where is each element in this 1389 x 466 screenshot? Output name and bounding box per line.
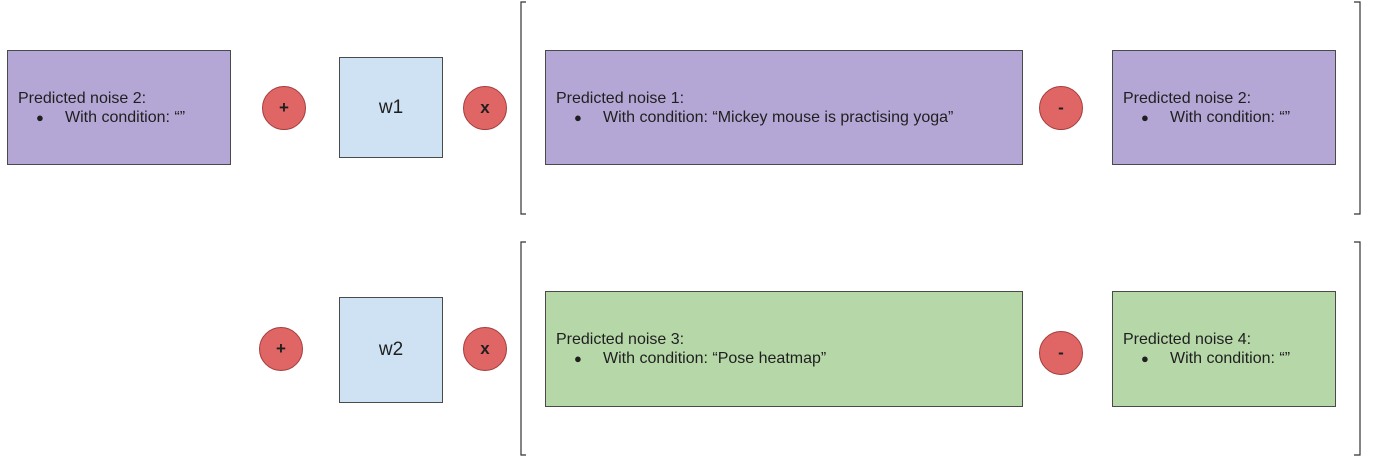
noise-box-condition: With condition: “Pose heatmap” — [603, 350, 827, 367]
row2-right-bracket — [1354, 241, 1361, 456]
bullet-icon: ● — [574, 351, 582, 366]
row2-left-bracket — [520, 241, 526, 456]
row1-bracket-noise-box-b: Predicted noise 2: ● With condition: “” — [1112, 50, 1336, 165]
noise-box-title: Predicted noise 3: — [556, 331, 685, 348]
row1-plus-operator: + — [262, 86, 306, 130]
bullet-icon: ● — [574, 109, 582, 125]
row1-right-bracket — [1354, 1, 1361, 215]
noise-box-title: Predicted noise 2: — [18, 89, 147, 107]
noise-box-bullet: ● With condition: “Mickey mouse is practi… — [556, 108, 1012, 127]
row2-times-operator: x — [463, 327, 507, 371]
row1-left-bracket — [520, 1, 526, 215]
noise-box-bullet: ● With condition: “Pose heatmap” — [556, 349, 1012, 368]
noise-box-condition: With condition: “” — [1170, 108, 1291, 126]
noise-box-condition: With condition: “Mickey mouse is practis… — [603, 108, 954, 126]
row1-left-noise-box: Predicted noise 2: ● With condition: “” — [7, 50, 231, 165]
row2-bracket-noise-box-b: Predicted noise 4: ● With condition: “” — [1112, 291, 1336, 407]
bullet-icon: ● — [36, 109, 44, 125]
noise-box-title: Predicted noise 1: — [556, 89, 685, 107]
row2-weight-box: w2 — [339, 297, 443, 403]
noise-box-condition: With condition: “” — [65, 108, 186, 126]
noise-box-bullet: ● With condition: “” — [1123, 108, 1325, 127]
row2-minus-operator: - — [1039, 331, 1083, 375]
row1-minus-operator: - — [1039, 86, 1083, 130]
bullet-icon: ● — [1141, 351, 1149, 366]
row1-bracket-noise-box-a: Predicted noise 1: ● With condition: “Mic… — [545, 50, 1023, 165]
row1-weight-box: w1 — [339, 57, 443, 158]
noise-box-title: Predicted noise 4: — [1123, 331, 1252, 348]
noise-box-bullet: ● With condition: “” — [1123, 349, 1325, 368]
noise-box-title: Predicted noise 2: — [1123, 89, 1252, 107]
noise-box-condition: With condition: “” — [1170, 350, 1291, 367]
noise-box-bullet: ● With condition: “” — [18, 108, 220, 127]
row2-plus-operator: + — [259, 327, 303, 371]
bullet-icon: ● — [1141, 109, 1149, 125]
row1-times-operator: x — [463, 86, 507, 130]
row2-bracket-noise-box-a: Predicted noise 3: ● With condition: “Pos… — [545, 291, 1023, 407]
